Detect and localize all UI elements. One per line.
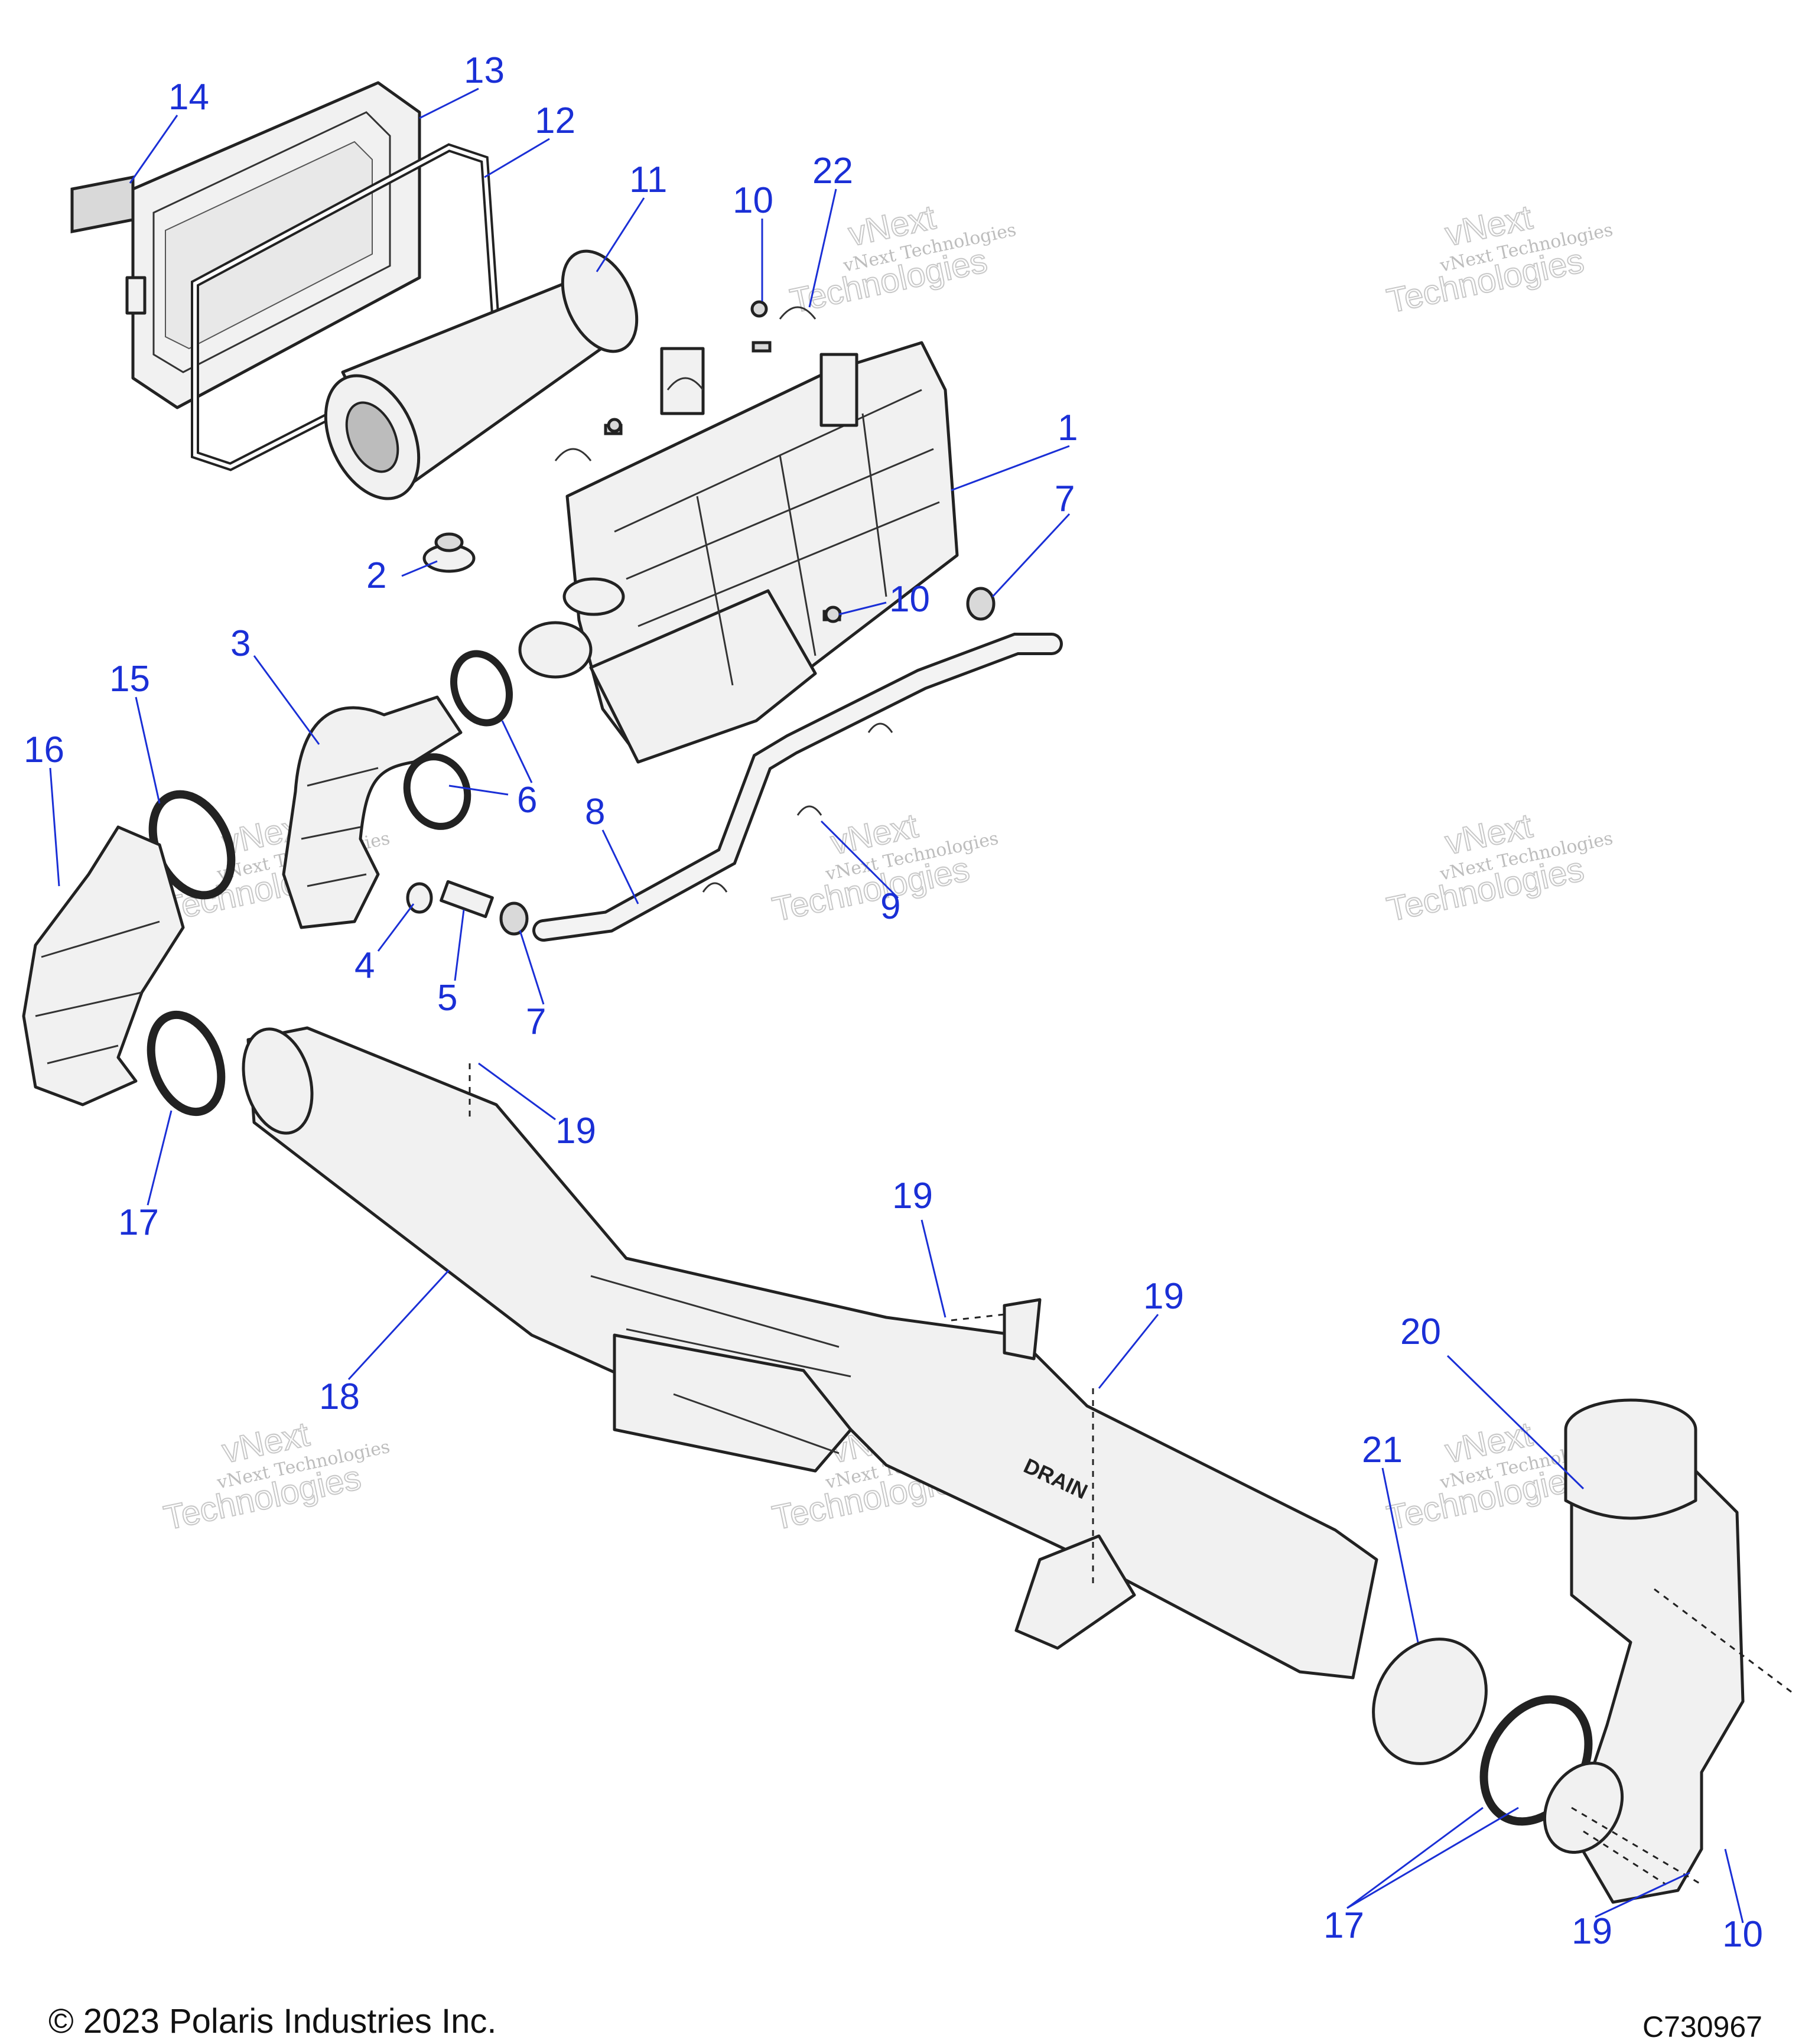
callout-11: 11 — [629, 160, 667, 200]
hose-clamp — [450, 650, 513, 727]
callout-16: 16 — [24, 730, 64, 770]
drain-valve — [422, 532, 476, 573]
callout-12: 12 — [535, 100, 575, 141]
callout-17: 17 — [118, 1202, 159, 1243]
fastener-guides — [469, 1063, 1797, 1886]
callout-5: 5 — [437, 978, 457, 1018]
callout-7: 7 — [1055, 479, 1075, 519]
callout-7: 7 — [526, 1001, 546, 1042]
hose-clamp — [403, 753, 471, 830]
callout-22: 22 — [812, 151, 853, 191]
callouts: 1 2 3 4 5 6 7 7 8 9 10 10 10 11 12 13 14… — [24, 50, 1763, 1955]
callout-1: 1 — [1058, 408, 1078, 448]
callout-3: 3 — [230, 623, 251, 664]
intake-boot — [22, 825, 185, 1106]
callout-13: 13 — [464, 50, 505, 91]
hose-retainers — [702, 722, 893, 893]
callout-9: 9 — [880, 886, 900, 927]
callout-4: 4 — [354, 945, 375, 986]
hose-fitting — [440, 880, 494, 919]
label-sticker — [70, 175, 135, 234]
watermark: vNext vNext Technologies Technologies — [160, 1414, 392, 1538]
hose-clip — [966, 587, 996, 621]
screws — [607, 300, 842, 623]
callout-2: 2 — [366, 555, 386, 596]
callout-8: 8 — [585, 792, 605, 832]
callout-6: 6 — [517, 780, 537, 821]
callout-15: 15 — [109, 659, 150, 699]
watermark: vNext vNext Technologies Technologies — [1383, 806, 1615, 929]
elbow-duct — [282, 695, 463, 929]
air-filter — [324, 249, 639, 500]
airbox — [518, 341, 959, 764]
callout-19: 19 — [1572, 1911, 1612, 1952]
pre-cleaner-tower — [1543, 1398, 1745, 1904]
duct-coupler — [1372, 1638, 1488, 1765]
hose-clip — [499, 901, 529, 936]
watermark: vNext vNext Technologies Technologies — [786, 197, 1018, 321]
callout-10: 10 — [733, 180, 773, 221]
large-hose-clamp — [147, 1010, 226, 1117]
callout-14: 14 — [168, 77, 209, 118]
callout-21: 21 — [1362, 1430, 1403, 1470]
copyright-notice: © 2023 Polaris Industries Inc. — [48, 2002, 497, 2040]
callout-10: 10 — [889, 579, 930, 620]
callout-17: 17 — [1323, 1905, 1364, 1946]
callout-18: 18 — [319, 1376, 360, 1417]
callout-19: 19 — [1143, 1276, 1184, 1317]
figure-code: C730967 — [1642, 2010, 1762, 2043]
intake-duct: DRAIN — [242, 1026, 1378, 1680]
leader-lines — [49, 87, 1744, 1923]
callout-19: 19 — [555, 1111, 596, 1151]
callout-19: 19 — [892, 1176, 933, 1216]
watermark: vNext vNext Technologies Technologies — [1383, 197, 1615, 321]
callout-20: 20 — [1400, 1311, 1441, 1352]
